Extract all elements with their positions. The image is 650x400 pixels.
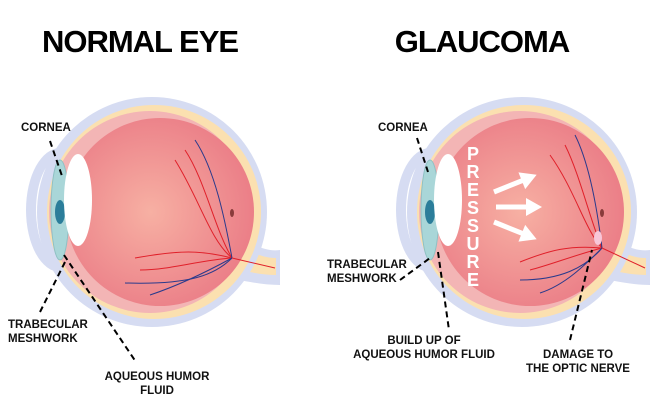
optic-disc: [594, 231, 602, 245]
aqueous-leader-line: [63, 254, 137, 363]
cornea-label: CORNEA: [21, 122, 71, 134]
glaucoma-eye-illustration: [396, 97, 650, 327]
pressure-letter: S: [467, 216, 479, 236]
arrow-icon: [493, 172, 537, 195]
trabecular-leader-line: [399, 257, 431, 281]
buildup-label: BUILD UP OF: [387, 335, 460, 347]
iris: [55, 200, 65, 224]
cornea-label: CORNEA: [378, 122, 428, 134]
fovea: [230, 209, 234, 217]
pressure-letter: S: [467, 198, 479, 218]
pressure-letter: U: [467, 234, 480, 254]
glaucoma-title: GLAUCOMA: [395, 24, 570, 59]
lens: [434, 154, 462, 246]
vitreous-body: [66, 118, 254, 306]
pressure-letter: P: [467, 144, 479, 164]
trabecular-label: MESHWORK: [8, 333, 78, 345]
pressure-letter: E: [467, 180, 479, 200]
normal-eye-title: NORMAL EYE: [42, 24, 238, 59]
damage-leader-line: [569, 249, 593, 341]
normal-eye-illustration: [26, 97, 280, 327]
pressure-letter: R: [467, 162, 480, 182]
iris: [425, 200, 435, 224]
pressure-letter: R: [467, 252, 480, 272]
arrow-icon: [493, 219, 537, 242]
fovea: [600, 209, 604, 217]
buildup-label: AQUEOUS HUMOR FLUID: [353, 349, 495, 361]
trabecular-label: TRABECULAR: [327, 259, 408, 271]
pressure-label: P R E S S U R E: [467, 144, 480, 290]
aqueous-label: AQUEOUS HUMOR: [105, 371, 210, 383]
buildup-leader-line: [437, 251, 450, 331]
aqueous-label: FLUID: [140, 385, 174, 397]
pressure-letter: E: [467, 270, 479, 290]
cornea-leader-line: [416, 137, 429, 173]
pressure-arrows: [493, 172, 542, 242]
trabecular-label: TRABECULAR: [8, 319, 89, 331]
trabecular-label: MESHWORK: [327, 273, 397, 285]
damage-label: THE OPTIC NERVE: [526, 363, 630, 375]
arrow-icon: [496, 198, 542, 216]
cornea-leader-line: [49, 140, 63, 177]
damage-label: DAMAGE TO: [543, 349, 613, 361]
lens: [64, 154, 92, 246]
